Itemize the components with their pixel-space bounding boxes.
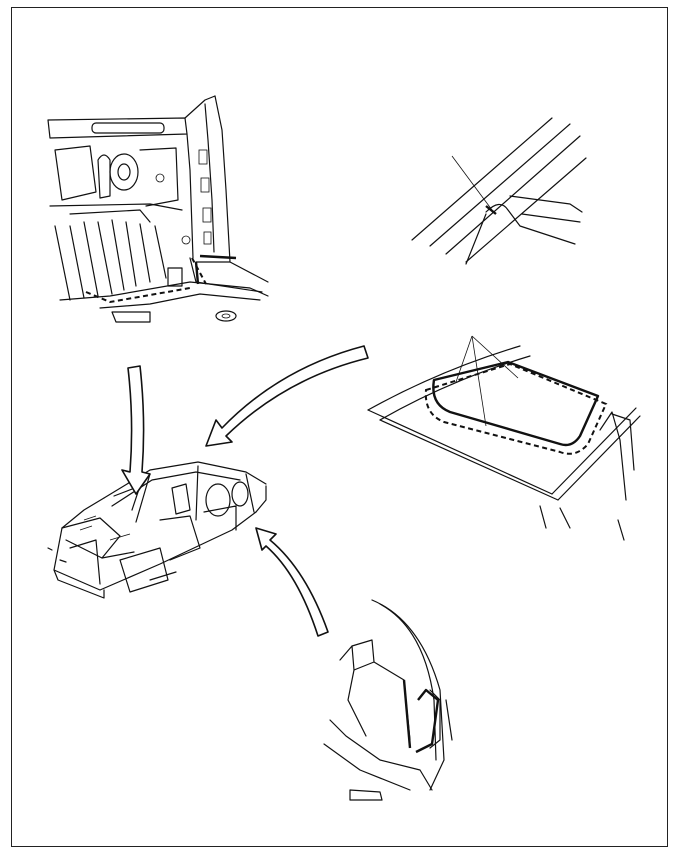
arrow-quarter-to-body [255, 527, 329, 637]
arrow-sunroof-to-body [205, 345, 369, 447]
page-border [11, 7, 668, 847]
arrow-floor-to-body [121, 365, 151, 495]
car-body-shell [47, 461, 267, 599]
sunroof-opening-view [367, 335, 641, 541]
rear-quarter-view [323, 599, 453, 801]
floor-panel-view [47, 95, 269, 323]
roof-rail-view [411, 117, 587, 265]
